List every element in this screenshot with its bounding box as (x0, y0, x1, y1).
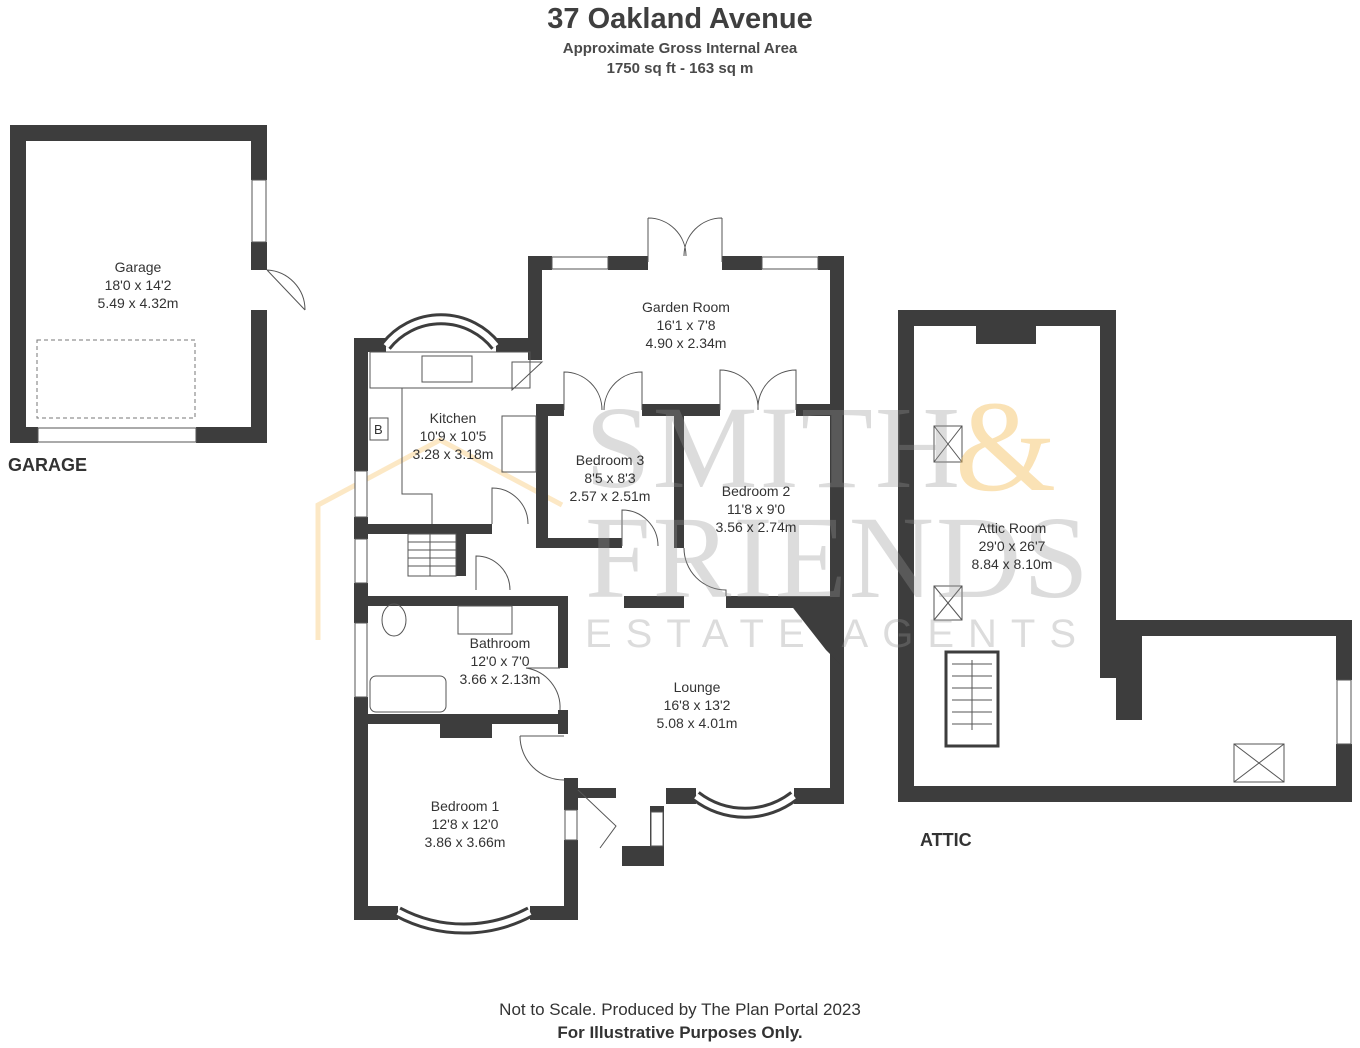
attic-stairs-icon (944, 650, 1000, 748)
bedroom3-double-doors (563, 371, 643, 411)
garage-door (37, 427, 197, 443)
boiler-icon (369, 417, 389, 441)
kitchen-sink-icon (421, 355, 473, 383)
kitchen-door (491, 487, 529, 525)
bedroom1-side-window (564, 809, 578, 841)
garage-section-label: GARAGE (8, 455, 88, 475)
area-value: 1750 sq ft - 163 sq m (606, 60, 754, 77)
bedroom2-double-doors (719, 369, 797, 411)
basin-icon (457, 605, 513, 635)
toilet-icon (381, 603, 407, 637)
plan-title: 37 Oakland Avenue (547, 3, 813, 35)
kitchen-corner-unit (511, 361, 544, 392)
garden-french-doors (647, 217, 723, 262)
kitchen-window (354, 470, 368, 518)
garage-walls (10, 125, 267, 443)
footer-disclaimer: For Illustrative Purposes Only. (557, 1023, 803, 1042)
bathroom-door (525, 667, 561, 711)
garage-window (251, 179, 267, 243)
attic-walls (898, 310, 1352, 802)
house-walls (354, 256, 844, 920)
area-label: Approximate Gross Internal Area (562, 40, 798, 57)
bedroom2-door (683, 547, 727, 596)
skylight-icon-2 (933, 585, 963, 621)
garage-side-door (266, 269, 306, 311)
hall-door (475, 555, 511, 591)
garage-car-outline (36, 339, 196, 419)
watermark-amp: & (955, 375, 1057, 519)
kitchen-worktop-left (401, 388, 433, 524)
watermark-house-icon (315, 437, 564, 640)
kitchen-worktop-top (369, 351, 531, 389)
bedroom3-door (621, 509, 659, 547)
bedroom1-door (519, 735, 565, 781)
kitchen-appliance (501, 415, 537, 473)
boiler-label: B (374, 422, 383, 437)
stairs-window (354, 538, 368, 584)
porch-door (577, 789, 617, 849)
bathroom-window (354, 622, 368, 698)
skylight-icon-1 (933, 425, 963, 463)
stairs-icon (407, 533, 457, 577)
garden-room-window-left (551, 256, 609, 270)
garden-room-window-right (761, 256, 819, 270)
watermark-line2: FRIENDS (585, 492, 1091, 623)
bath-icon (369, 675, 447, 713)
attic-window (1336, 679, 1352, 745)
skylight-icon-3 (1233, 743, 1285, 783)
watermark-line1: SMITH (585, 382, 963, 513)
attic-section-label: ATTIC (920, 830, 972, 850)
footer-scale-note: Not to Scale. Produced by The Plan Porta… (499, 1000, 861, 1019)
porch-window (650, 811, 664, 847)
watermark-line3: ESTATE AGENTS (585, 612, 1091, 656)
